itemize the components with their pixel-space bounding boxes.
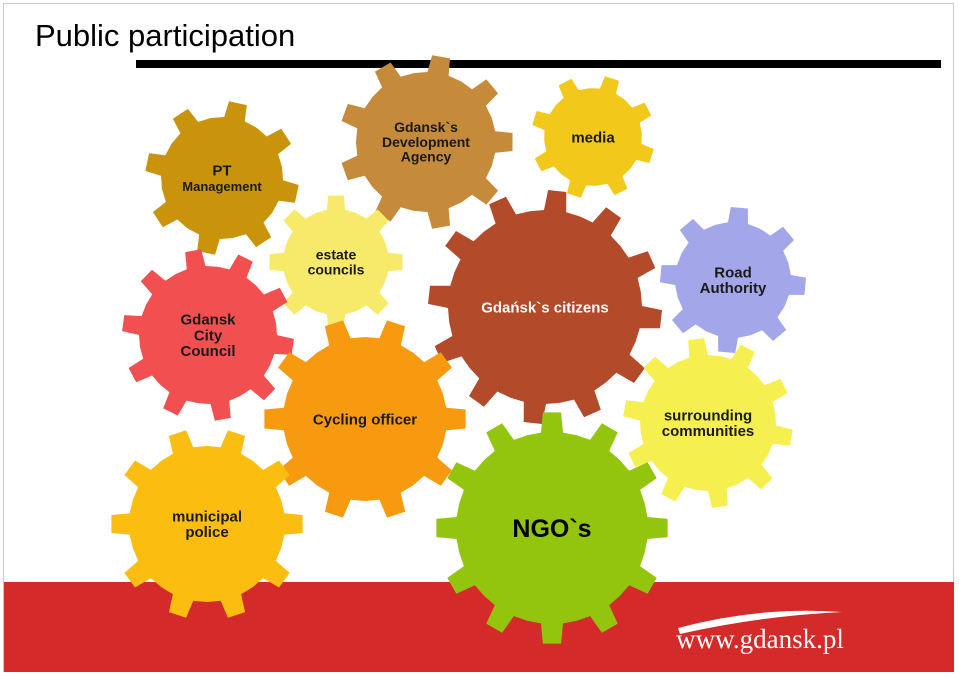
gear-shape (145, 101, 299, 255)
gear-shape (623, 338, 793, 508)
gear-label-line: media (571, 129, 615, 146)
gear-label-line: Management (182, 179, 262, 194)
gear-label: Cycling officer (313, 411, 417, 428)
gear-label-line: Agency (401, 149, 452, 165)
gear-label: Gdańsk`s citizens (481, 299, 609, 316)
gear-media: media (532, 76, 654, 198)
gear-citizens: Gdańsk`s citizens (428, 190, 662, 424)
gear-label-line: City (194, 327, 223, 344)
gear-label-line: Gdańsk`s citizens (481, 299, 609, 316)
gear-label-line: councils (308, 261, 365, 277)
gear-shape (532, 76, 654, 198)
gear-cycling-officer: Cycling officer (264, 320, 466, 518)
gear-shape (341, 55, 513, 229)
slide-title: Public participation (35, 18, 296, 53)
gear-label-line: police (185, 524, 228, 541)
gear-label-line: Road (714, 264, 752, 281)
gear-shape (269, 195, 403, 329)
gear-label: NGO`s (512, 515, 591, 543)
footer-url: www.gdansk.pl (676, 624, 844, 654)
title-underline-bar (136, 60, 941, 68)
gear-shape (122, 249, 294, 421)
gear-label-line: surrounding (664, 407, 752, 424)
gear-label-line: Cycling officer (313, 411, 417, 428)
gear-label-line: municipal (172, 508, 242, 525)
gear-label-line: Authority (700, 280, 767, 297)
gear-shape (436, 412, 668, 644)
gear-label-line: NGO`s (512, 515, 591, 543)
gear-shape (660, 207, 806, 353)
gear-label-line: Development (382, 134, 470, 150)
gear-shape (428, 190, 662, 424)
gear-label-line: Council (181, 343, 236, 360)
footer-logo: www.gdansk.pl (676, 610, 844, 654)
gear-shape (264, 320, 466, 518)
gear-label: media (571, 129, 615, 146)
gear-ngos: NGO`s (436, 412, 668, 644)
gear-label-line: communities (662, 423, 755, 440)
gear-label-line: PT (212, 162, 231, 179)
gear-label-line: estate (316, 247, 357, 263)
logo-swoosh-icon (678, 610, 842, 634)
gear-shape (111, 430, 303, 618)
footer-band (4, 582, 954, 672)
gear-label-line: Gdansk (180, 312, 236, 329)
gear-label-line: Gdansk`s (394, 119, 458, 135)
